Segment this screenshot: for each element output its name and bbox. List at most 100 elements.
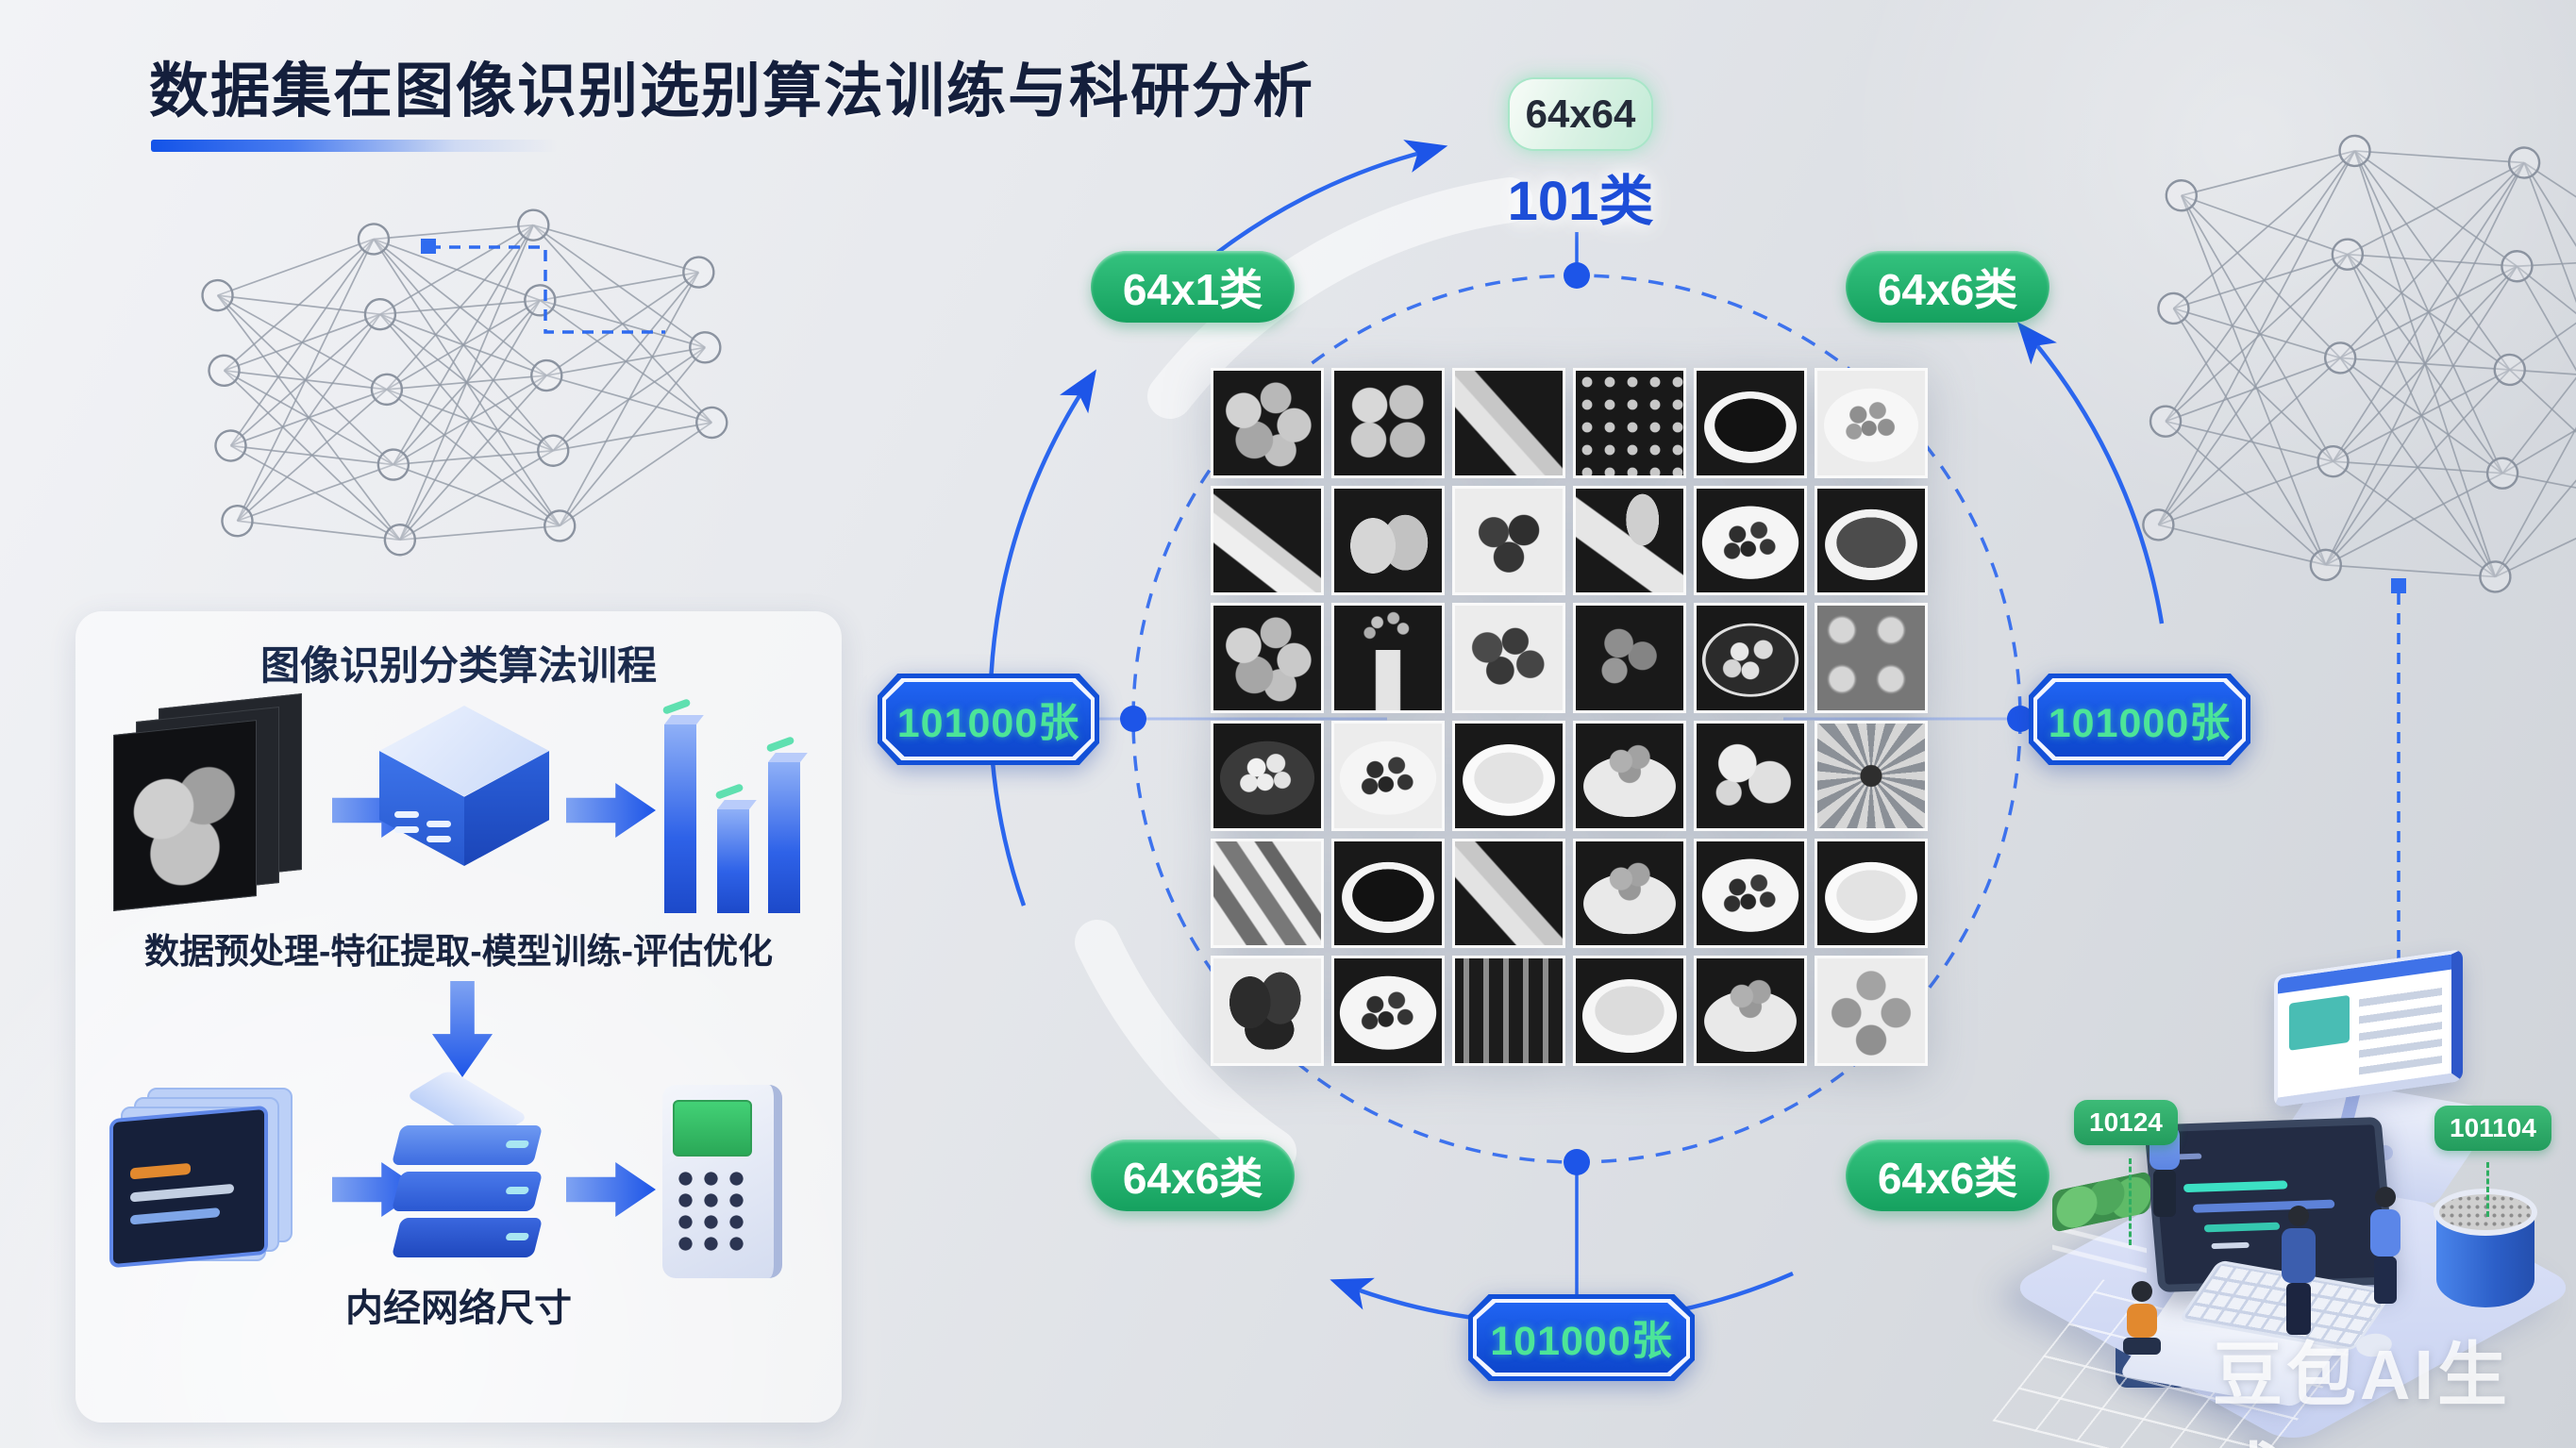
code-monitor — [2144, 1116, 2396, 1293]
arrow-right-icon — [566, 782, 656, 839]
calculator-keypad — [673, 1168, 750, 1255]
grid-photo-17-plate-slices — [1694, 603, 1807, 713]
research-lab-scene: 10124 101104 — [1992, 948, 2576, 1448]
person-torso — [2282, 1228, 2316, 1283]
dashed-connector-left — [429, 245, 665, 334]
cube-slot — [394, 826, 419, 833]
ribbon-arc-bottom-left — [1075, 920, 1296, 1174]
grid-photo-8-fruits2 — [1331, 485, 1445, 596]
calculator-screen — [673, 1100, 752, 1157]
connector-node-square-right — [2391, 578, 2406, 593]
count-tag-right: 101104 — [2434, 1106, 2551, 1151]
grid-photo-31-avocado — [1211, 956, 1324, 1066]
tag-connector-left — [2129, 1158, 2132, 1245]
class-badge-top-left: 64x1类 — [1091, 251, 1295, 323]
training-process-panel: 图像识别分类算法训程 数据预处理-特征提取-模型训练-评估优化 — [75, 611, 842, 1423]
connector-node-square-left — [421, 239, 436, 254]
grid-photo-28-bowl-heap — [1573, 838, 1686, 949]
person-legs — [2123, 1338, 2161, 1355]
monitor-image-block — [2289, 994, 2350, 1051]
grid-photo-2-fruits4 — [1331, 368, 1445, 478]
octagon-face: 101000张 — [886, 682, 1091, 757]
grid-photo-19-bowl-eggs — [1211, 720, 1324, 831]
grid-photo-32-plate-balls — [1331, 956, 1445, 1066]
bar-chart-icon — [659, 698, 810, 913]
person-torso — [2370, 1209, 2400, 1257]
cube-slot — [427, 821, 451, 827]
octagon-face: 101000张 — [2037, 682, 2242, 757]
code-line — [2211, 1241, 2250, 1250]
server-layer — [391, 1125, 544, 1165]
card-bar-light — [130, 1183, 234, 1203]
pipeline-caption: 数据预处理-特征提取-模型训练-评估优化 — [144, 932, 773, 971]
panel-title: 图像识别分类算法训程 — [259, 643, 657, 688]
count-tag-left: 10124 — [2074, 1100, 2178, 1145]
grid-photo-16-broccoli — [1573, 603, 1686, 713]
grid-photo-26-bowl-dark — [1331, 838, 1445, 949]
class-badge-bottom-left: 64x6类 — [1091, 1140, 1295, 1211]
grain-surface — [2434, 1189, 2537, 1236]
ring-dot-left — [1120, 706, 1146, 732]
image-grid — [1211, 368, 1928, 1066]
neural-network-sketch-right — [2142, 134, 2576, 593]
grid-photo-24-flower — [1815, 720, 1928, 831]
grid-photo-9-plums — [1452, 485, 1565, 596]
grid-photo-12-plate-seeds — [1815, 485, 1928, 596]
ring-dot-bottom — [1564, 1149, 1590, 1175]
count-badge-left: 101000张 — [878, 674, 1099, 765]
arc-arrow-right — [2016, 322, 2165, 624]
page-title: 数据集在图像识别选别算法训练与科研分析 — [149, 58, 1314, 125]
grid-photo-30-bowl-light — [1815, 838, 1928, 949]
grid-photo-25-pods — [1211, 838, 1324, 949]
grid-photo-33-stripes — [1452, 956, 1565, 1066]
resolution-badge: 64x64 — [1510, 79, 1651, 149]
person-head — [2375, 1187, 2396, 1207]
ribbon-arc-top-left — [1147, 177, 1532, 419]
person-legs — [2286, 1283, 2311, 1335]
grid-photo-27-banana — [1452, 838, 1565, 949]
grid-photo-13-pile — [1211, 603, 1324, 713]
server-layer — [391, 1172, 544, 1211]
person-legs — [2374, 1257, 2397, 1304]
person-head — [2132, 1281, 2152, 1302]
grid-photo-10-leafy — [1573, 485, 1686, 596]
grid-photo-20-plate-balls — [1331, 720, 1445, 831]
network-size-caption: 内经网络尺寸 — [345, 1288, 572, 1329]
card-bar-blue — [130, 1207, 220, 1225]
octagon-face: 101000张 — [1477, 1303, 1686, 1373]
grid-photo-7-celery — [1211, 485, 1324, 596]
arc-arrow-left — [988, 369, 1096, 907]
chart-tick — [765, 736, 795, 753]
ring-dot-top — [1564, 262, 1590, 289]
feature-cube-icon — [379, 706, 549, 894]
person-torso — [2127, 1304, 2157, 1338]
count-badge-bottom: 101000张 — [1468, 1294, 1695, 1381]
arrow-right-icon — [566, 1161, 656, 1218]
grid-photo-4-dots — [1573, 368, 1686, 478]
grid-photo-35-bowl-heap — [1694, 956, 1807, 1066]
cube-slot — [394, 811, 419, 818]
grid-photo-23-onions — [1694, 720, 1807, 831]
photo-sheet-front — [113, 720, 257, 911]
class-badge-top-right: 64x6类 — [1846, 251, 2049, 323]
card-stack-icon — [109, 1088, 298, 1276]
grid-photo-34-bowl-rice — [1573, 956, 1686, 1066]
neural-network-sketch-left — [201, 208, 728, 557]
photo-stack-icon — [113, 693, 311, 913]
grid-photo-36-cross — [1815, 956, 1928, 1066]
chart-bar — [768, 762, 800, 913]
arrow-down-icon — [432, 981, 493, 1077]
server-stack-icon — [387, 1069, 547, 1278]
grid-photo-21-bowl-light — [1452, 720, 1565, 831]
grid-photo-6-bowl-balls — [1815, 368, 1928, 478]
card-bar-orange — [130, 1162, 191, 1180]
grid-photo-5-bowl-dark — [1694, 368, 1807, 478]
grid-photo-22-bowl-heap — [1573, 720, 1686, 831]
calculator-icon — [655, 1081, 796, 1284]
title-underline — [151, 140, 557, 152]
class-badge-bottom-right: 64x6类 — [1846, 1140, 2049, 1211]
chart-tick — [714, 783, 744, 800]
monitor-text-lines — [2359, 982, 2442, 1075]
